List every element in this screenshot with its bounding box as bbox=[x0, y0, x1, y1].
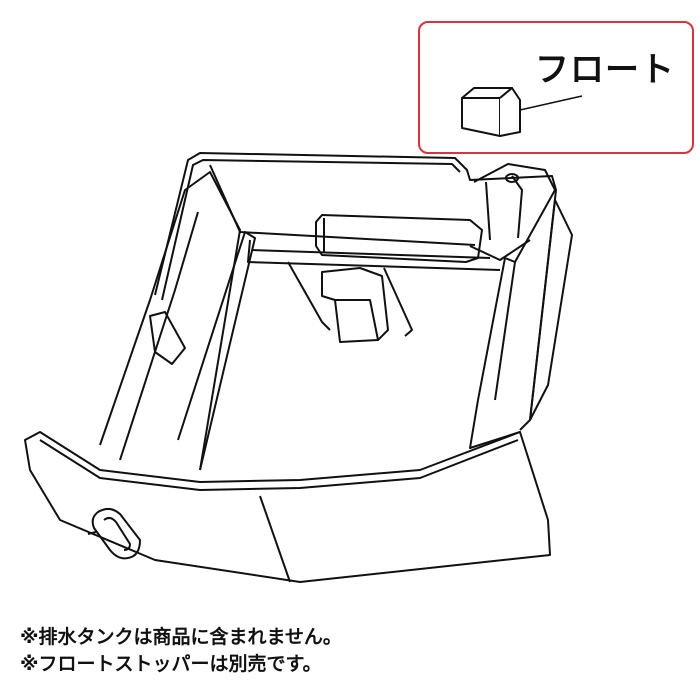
tank-body bbox=[24, 152, 573, 583]
float-part bbox=[461, 87, 583, 137]
notes: ※排水タンクは商品に含まれません。 ※フロートストッパーは別売です。 bbox=[20, 624, 342, 678]
float-callout-box bbox=[418, 21, 694, 154]
note-tank-not-included: ※排水タンクは商品に含まれません。 bbox=[20, 626, 342, 648]
note-stopper-sold-separately: ※フロートストッパーは別売です。 bbox=[20, 653, 322, 675]
float-label: フロート bbox=[535, 50, 675, 90]
